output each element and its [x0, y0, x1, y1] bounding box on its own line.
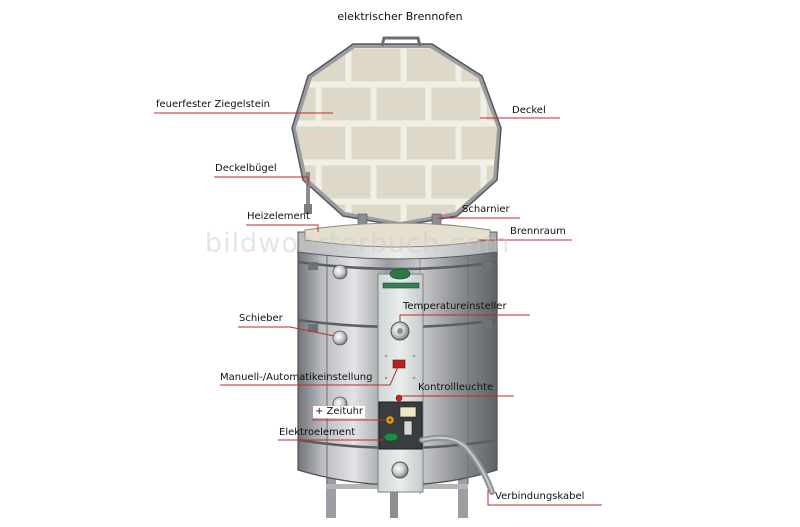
pilot-lamp — [395, 394, 403, 402]
fire-brick — [350, 48, 402, 83]
leader-heizelement — [246, 224, 319, 232]
label-manuell-automatikeinstellung: Manuell-/Automatikeinstellung — [220, 372, 373, 383]
fire-brick — [296, 48, 347, 83]
fire-brick — [320, 86, 372, 122]
label-kontrollleuchte: Kontrollleuchte — [418, 382, 494, 393]
label-elektroelement: Elektroelement — [279, 427, 356, 438]
peephole-plug-middle — [332, 330, 348, 346]
kiln-body — [297, 222, 498, 518]
leader-manuell — [220, 366, 399, 386]
fire-brick — [596, 165, 646, 199]
timer-knob-plate — [399, 406, 417, 418]
label-brennraum: Brennraum — [510, 226, 566, 237]
lid-handle — [380, 36, 422, 47]
manual-auto-switch — [392, 359, 406, 369]
label-deckel: Deckel — [512, 105, 546, 116]
lower-knob — [391, 461, 409, 479]
fire-brick — [516, 126, 566, 160]
control-panel — [377, 273, 424, 493]
label-zeituhr: + Zeituhr — [313, 406, 366, 418]
fire-brick — [375, 164, 427, 200]
fire-brick — [596, 87, 646, 121]
fire-brick — [571, 126, 621, 160]
fire-brick — [350, 125, 402, 161]
label-scharnier: Scharnier — [462, 204, 510, 215]
fire-brick — [241, 48, 291, 82]
stand-leg-left — [326, 478, 336, 518]
brand-badge — [389, 268, 411, 280]
fire-brick — [460, 48, 497, 83]
fire-brick — [571, 204, 621, 238]
fire-brick — [430, 164, 482, 200]
fire-brick — [541, 243, 591, 277]
leader-lines — [154, 112, 602, 506]
fire-brick — [516, 48, 566, 82]
peephole-plug-top — [332, 264, 348, 280]
label-deckelbuegel: Deckelbügel — [215, 163, 277, 174]
diagram-title: elektrischer Brennofen — [337, 10, 463, 23]
element-indicator — [383, 432, 399, 442]
fire-brick — [460, 125, 497, 161]
fire-brick — [405, 48, 457, 83]
fire-brick — [541, 87, 591, 121]
fire-brick — [430, 86, 482, 122]
fire-brick — [541, 165, 591, 199]
stand-leg-right — [458, 478, 468, 518]
label-temperatureinsteller: Temperatureinsteller — [403, 301, 507, 312]
watermark-text: bildwoerterbuch.com — [205, 228, 511, 259]
label-feuerfester-ziegelstein: feuerfester Ziegelstein — [156, 99, 270, 110]
fire-brick — [405, 125, 457, 161]
leader-verbindungskabel — [487, 490, 602, 506]
fire-brick — [296, 125, 347, 161]
fire-brick — [571, 48, 621, 82]
fire-brick — [375, 86, 427, 122]
stand-leg-front — [390, 490, 398, 518]
label-heizelement: Heizelement — [247, 211, 310, 222]
fire-brick — [296, 86, 317, 122]
label-schieber: Schieber — [239, 313, 283, 324]
fire-brick — [241, 126, 291, 160]
fire-brick — [596, 243, 646, 277]
label-verbindungskabel: Verbindungskabel — [495, 491, 585, 502]
leader-deckelbuegel — [214, 176, 309, 186]
leader-schieber — [238, 326, 335, 337]
fire-brick — [320, 164, 372, 200]
